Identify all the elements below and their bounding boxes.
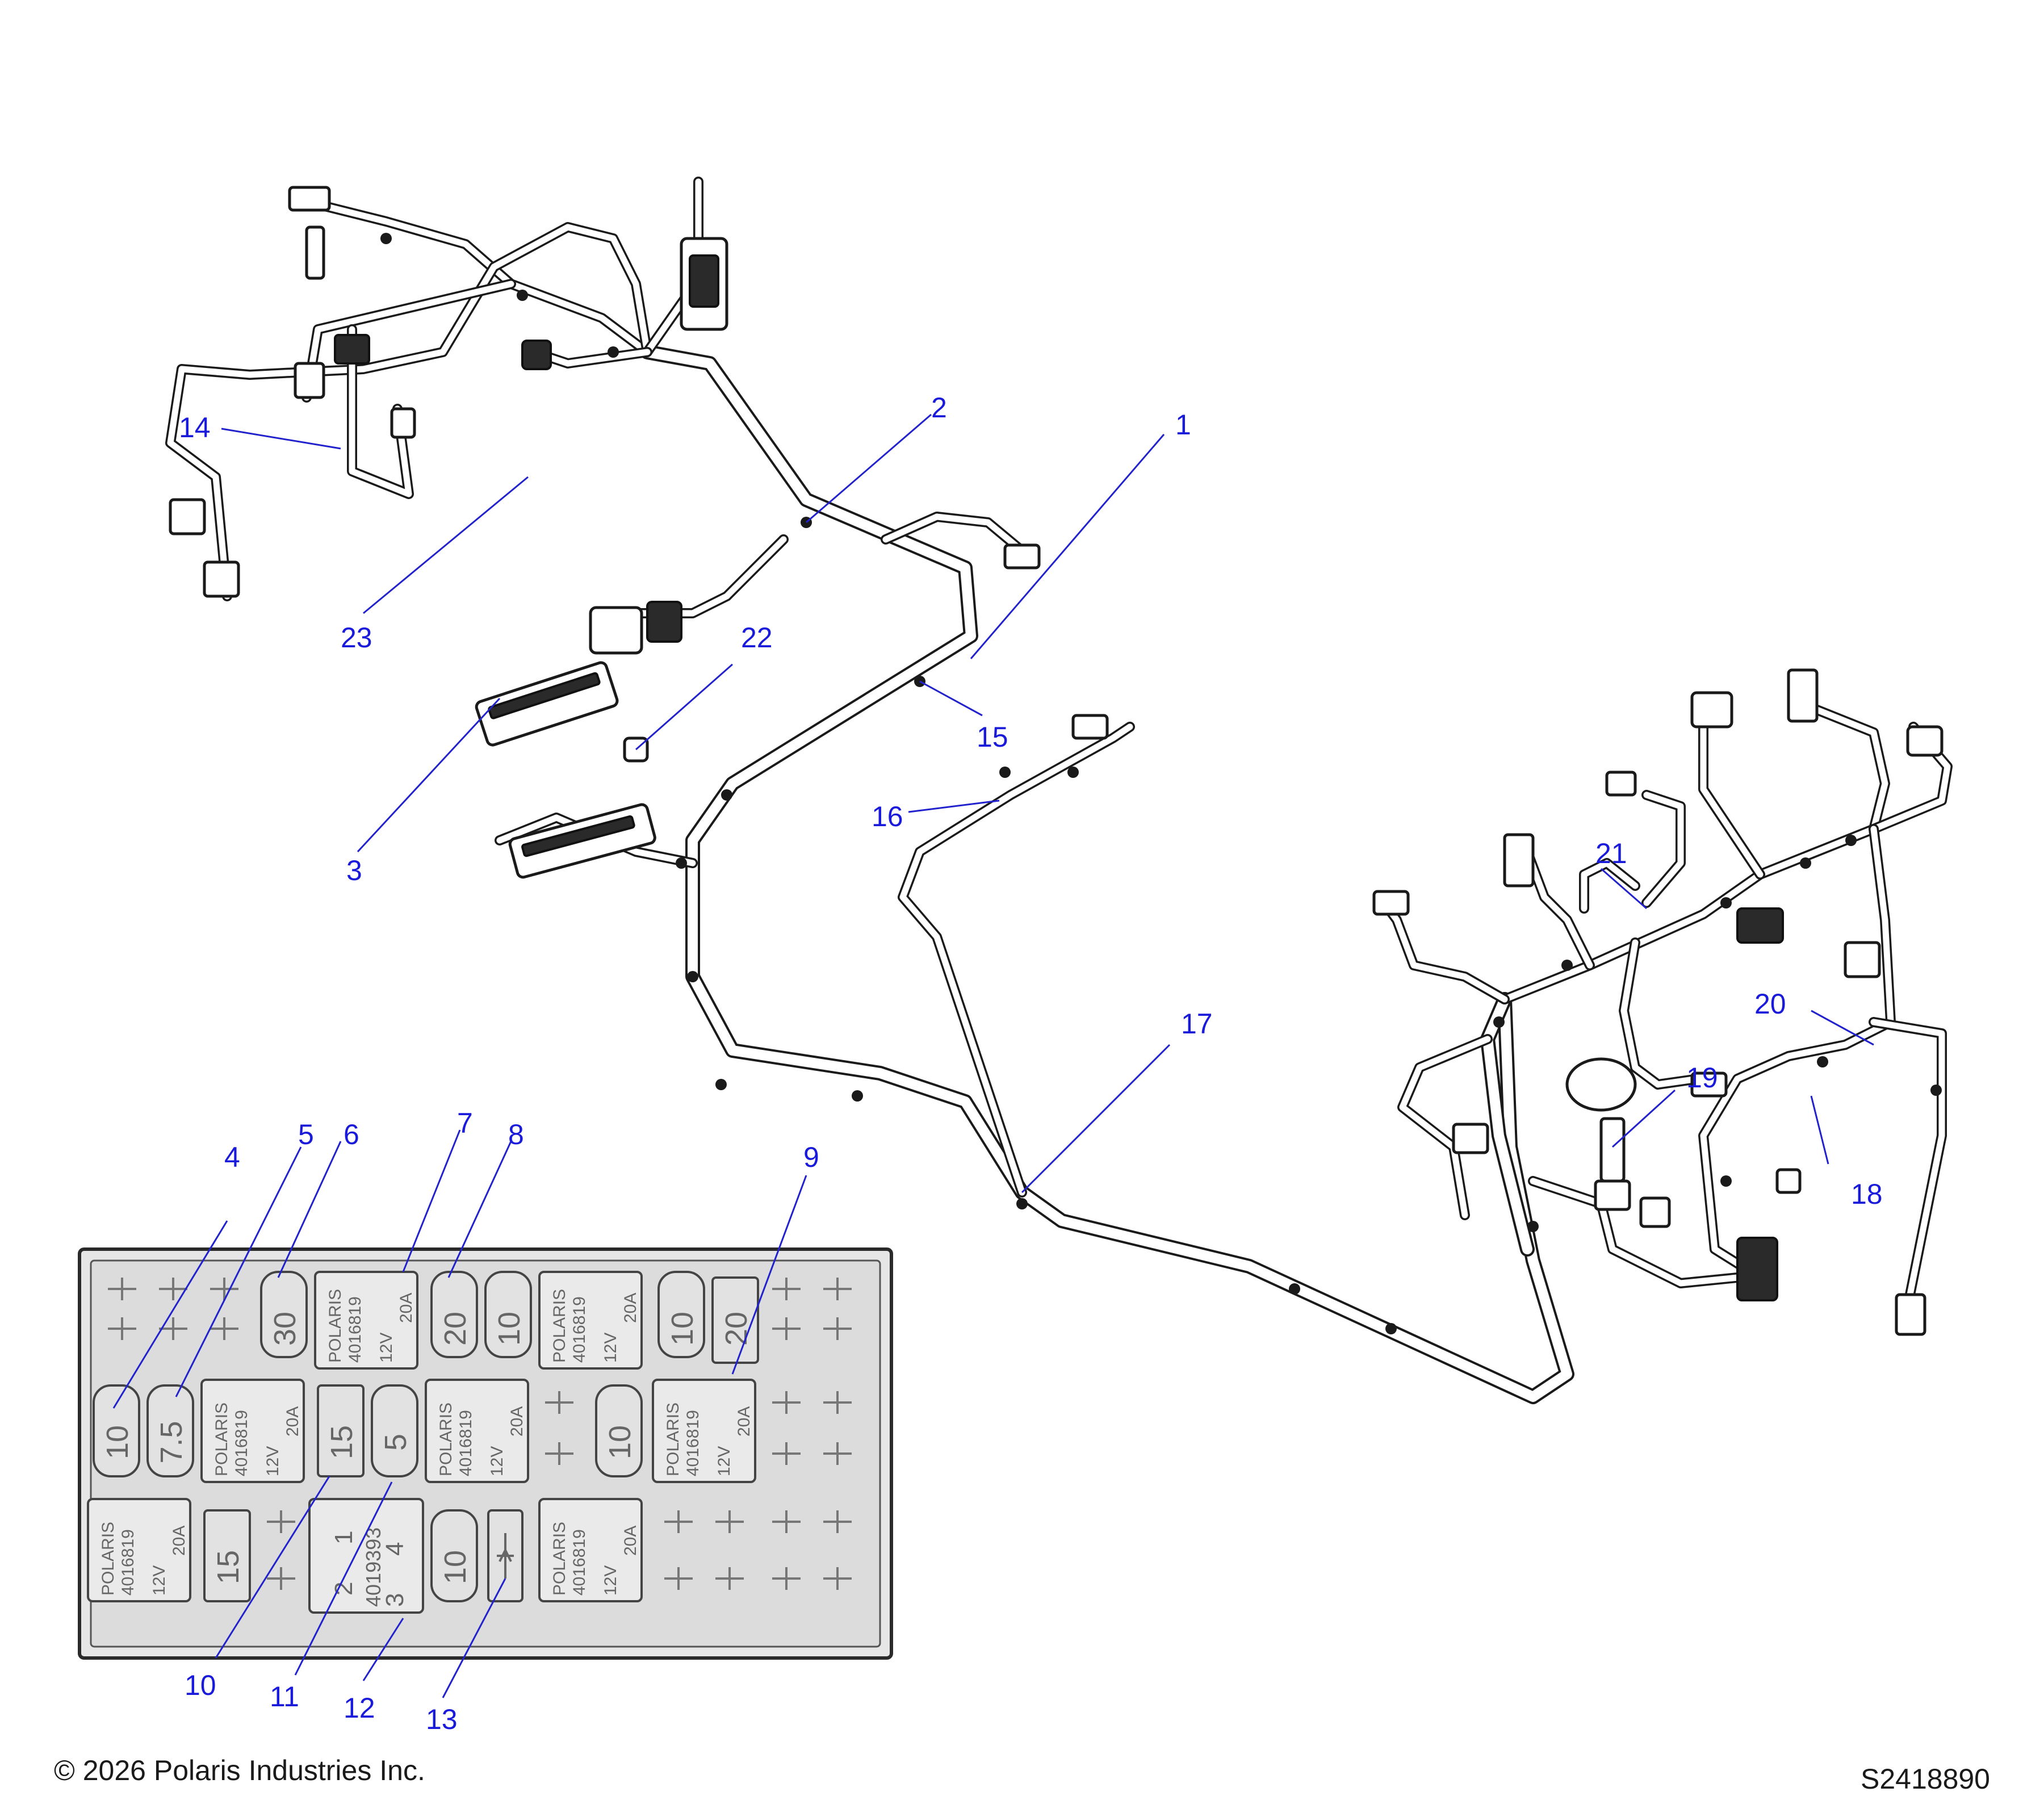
- callout-13: 13: [426, 1703, 458, 1735]
- svg-text:4016819: 4016819: [456, 1410, 475, 1476]
- svg-text:12V: 12V: [377, 1333, 396, 1363]
- callout-15: 15: [977, 721, 1008, 753]
- svg-text:10: 10: [603, 1425, 637, 1459]
- module-4019393: 2 1 4019393 4 3: [308, 1498, 424, 1614]
- callout-19: 19: [1686, 1062, 1718, 1094]
- svg-text:1: 1: [330, 1531, 358, 1544]
- front-harness: [165, 177, 1574, 1404]
- svg-text:12V: 12V: [601, 1333, 620, 1363]
- callout-10: 10: [185, 1669, 216, 1701]
- callout-9: 9: [803, 1141, 819, 1173]
- svg-text:20A: 20A: [508, 1406, 526, 1437]
- svg-text:20A: 20A: [170, 1526, 189, 1556]
- drawing-number: S2418890: [1861, 1763, 1990, 1795]
- svg-text:20: 20: [719, 1312, 753, 1346]
- fuse-15a: 15: [317, 1384, 365, 1477]
- svg-text:4016819: 4016819: [570, 1296, 589, 1363]
- svg-text:7.5: 7.5: [154, 1421, 189, 1463]
- svg-text:12V: 12V: [150, 1565, 169, 1596]
- svg-text:4019393: 4019393: [362, 1527, 385, 1607]
- svg-text:POLARIS: POLARIS: [99, 1522, 118, 1596]
- fuse-20a: 20: [430, 1271, 478, 1358]
- svg-text:20A: 20A: [621, 1526, 640, 1556]
- callout-5: 5: [298, 1119, 314, 1150]
- svg-text:3: 3: [381, 1593, 409, 1607]
- svg-text:10: 10: [492, 1312, 526, 1346]
- svg-text:12V: 12V: [263, 1446, 282, 1476]
- svg-text:4: 4: [381, 1542, 409, 1556]
- terminal-slots: [108, 1278, 852, 1590]
- mid-harness: [898, 714, 1135, 1198]
- svg-text:20A: 20A: [735, 1406, 753, 1437]
- fuse-10c: 10: [93, 1384, 140, 1477]
- svg-text:10: 10: [100, 1425, 135, 1459]
- svg-text:4016819: 4016819: [570, 1529, 589, 1596]
- rear-harness: [1372, 668, 1953, 1336]
- svg-text:12V: 12V: [601, 1565, 620, 1596]
- callout-18: 18: [1851, 1178, 1883, 1210]
- copyright-text: © 2026 Polaris Industries Inc.: [54, 1755, 425, 1786]
- svg-text:4016819: 4016819: [684, 1410, 702, 1476]
- svg-text:15: 15: [325, 1425, 359, 1459]
- callout-4: 4: [224, 1141, 240, 1173]
- callout-14: 14: [179, 412, 211, 443]
- fuse-7-5: 7.5: [146, 1384, 194, 1477]
- leader-lines: [112, 413, 1874, 1698]
- svg-text:12V: 12V: [488, 1446, 506, 1476]
- fuse-15b: 15: [203, 1509, 251, 1602]
- callout-3: 3: [346, 855, 362, 886]
- callout-6: 6: [344, 1119, 359, 1150]
- fuse-10b: 10: [657, 1271, 705, 1358]
- callout-numbers: 1 2 3 4 5 6 7 8 9 10 11 12 13 14 15 16 1…: [179, 392, 1883, 1735]
- svg-text:15: 15: [211, 1550, 245, 1584]
- svg-text:20: 20: [438, 1312, 472, 1346]
- relay-3: POLARIS 4016819 12V 20A: [200, 1379, 305, 1483]
- fuse-5: 5: [371, 1384, 418, 1477]
- svg-text:12V: 12V: [715, 1446, 734, 1476]
- callout-22: 22: [741, 622, 773, 654]
- fuse-30-label: 30: [268, 1312, 302, 1346]
- svg-text:20A: 20A: [283, 1406, 302, 1437]
- callout-17: 17: [1181, 1008, 1213, 1040]
- relay-7: POLARIS 4016819 12V 20A: [538, 1498, 643, 1602]
- svg-text:4016819: 4016819: [119, 1529, 137, 1596]
- fuse-10d: 10: [595, 1384, 643, 1477]
- svg-text:20A: 20A: [621, 1293, 640, 1323]
- svg-text:2: 2: [330, 1582, 358, 1596]
- svg-text:4016819: 4016819: [232, 1410, 251, 1476]
- callout-20: 20: [1754, 988, 1786, 1020]
- relay-1: POLARIS 4016819 12V 20A: [314, 1271, 418, 1370]
- svg-text:POLARIS: POLARIS: [212, 1402, 231, 1476]
- callout-12: 12: [344, 1692, 375, 1724]
- callout-11: 11: [270, 1681, 299, 1713]
- callout-16: 16: [872, 801, 903, 832]
- relay-6: POLARIS 4016819 12V 20A: [87, 1498, 191, 1602]
- relay-5: POLARIS 4016819 12V 20A: [652, 1379, 756, 1483]
- svg-text:POLARIS: POLARIS: [664, 1402, 682, 1476]
- svg-text:20A: 20A: [397, 1293, 416, 1323]
- svg-text:5: 5: [379, 1434, 413, 1451]
- callout-23: 23: [341, 622, 372, 654]
- callout-7: 7: [457, 1107, 473, 1139]
- callout-2: 2: [931, 392, 947, 424]
- callout-1: 1: [1175, 409, 1191, 441]
- callout-8: 8: [508, 1119, 524, 1150]
- svg-text:POLARIS: POLARIS: [550, 1289, 569, 1363]
- svg-text:4016819: 4016819: [346, 1296, 365, 1363]
- relay-4: POLARIS 4016819 12V 20A: [425, 1379, 529, 1483]
- fuse-panel: 30 POLARIS 4016819 12V 20A 20 10 POLARIS…: [78, 1247, 893, 1660]
- svg-text:POLARIS: POLARIS: [326, 1289, 345, 1363]
- svg-text:10: 10: [438, 1550, 472, 1584]
- fuse-20b: 20: [711, 1276, 759, 1364]
- svg-text:POLARIS: POLARIS: [437, 1402, 455, 1476]
- relay-2: POLARIS 4016819 12V 20A: [538, 1271, 643, 1370]
- callout-21: 21: [1595, 838, 1627, 869]
- svg-text:10: 10: [665, 1312, 700, 1346]
- fuse-10a: 10: [484, 1271, 532, 1358]
- fuse-10e: 10: [430, 1509, 478, 1602]
- fuse-30: 30: [260, 1271, 308, 1358]
- diode-13: [487, 1509, 523, 1602]
- svg-text:POLARIS: POLARIS: [550, 1522, 569, 1596]
